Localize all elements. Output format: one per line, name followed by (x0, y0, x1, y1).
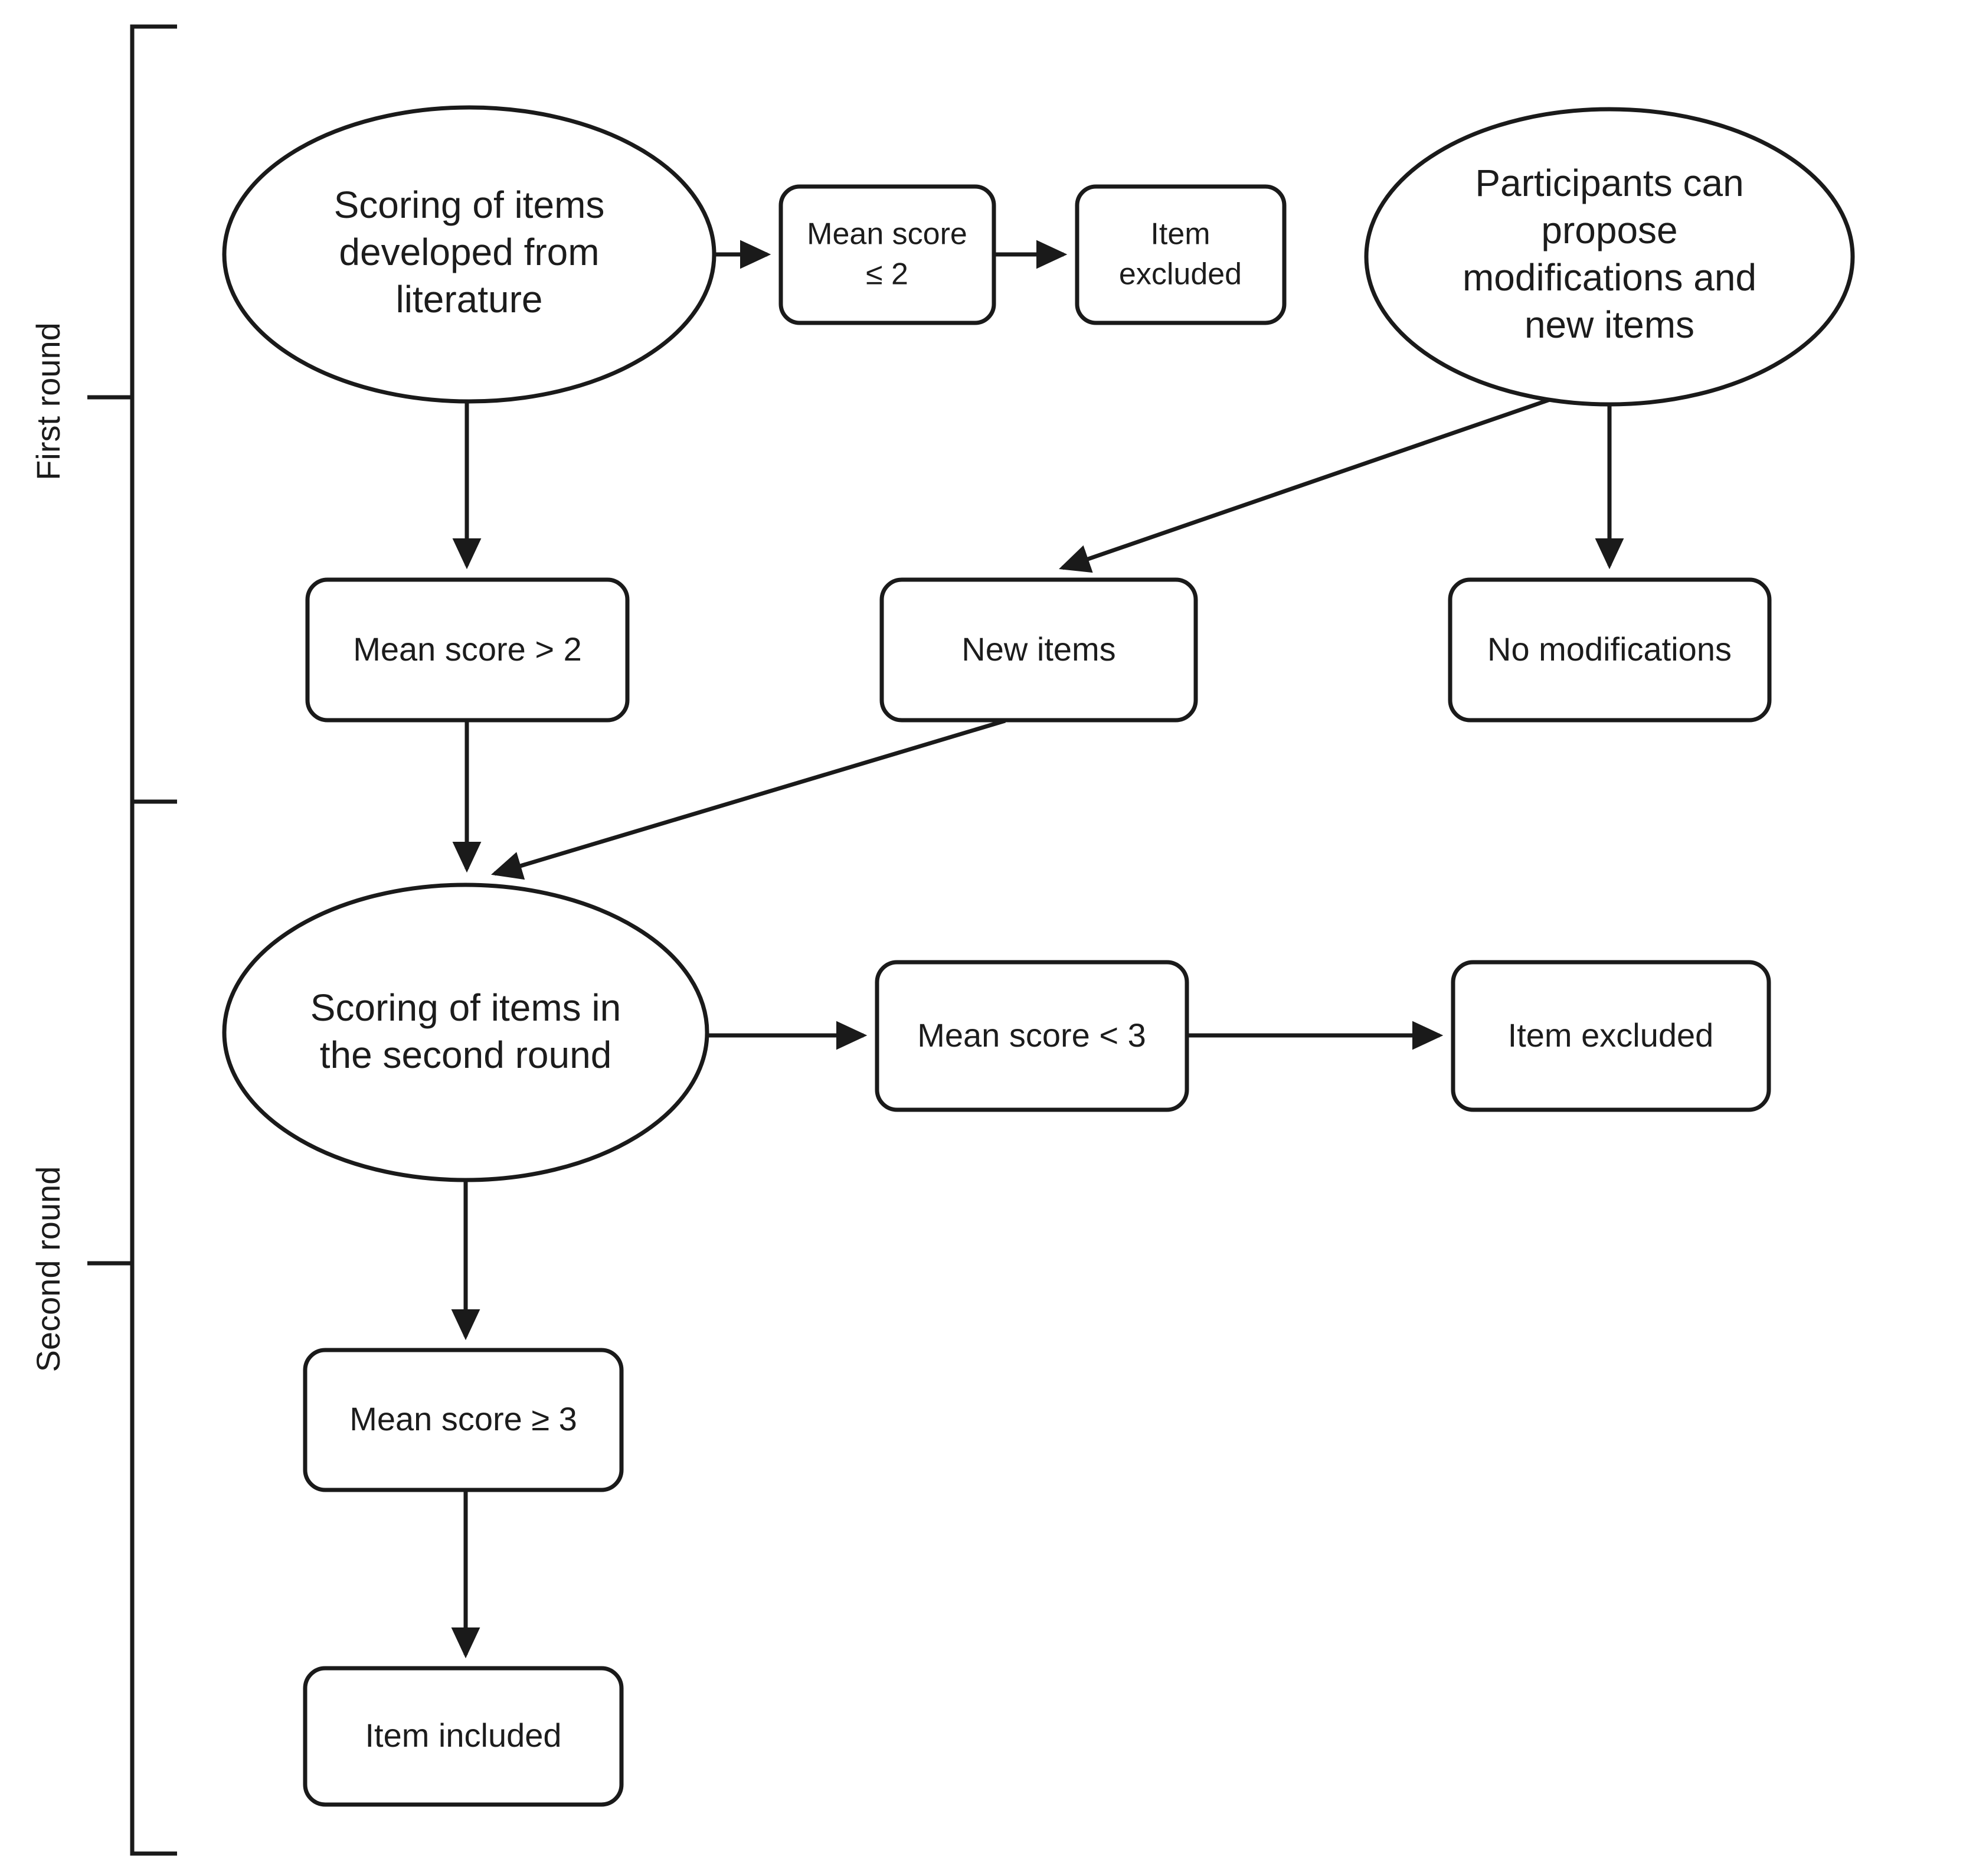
bracket-outline (130, 24, 177, 1856)
box-new-items: New items (879, 577, 1198, 723)
ellipse-scoring-literature-line3: literature (396, 278, 543, 321)
box-mean-score-le-2: Mean score ≤ 2 (778, 184, 996, 325)
box-mean-score-le-2-line1: Mean score (807, 217, 967, 251)
box-mean-score-gt-2-label: Mean score > 2 (353, 630, 582, 668)
ellipse-scoring-literature-line1: Scoring of items (334, 184, 605, 226)
box-mean-score-lt-3-shape (875, 960, 1189, 1112)
box-item-excluded-second: Item excluded (1451, 960, 1771, 1112)
ellipse-scoring-second-round-line2: the second round (320, 1034, 612, 1076)
box-mean-score-gt-2-shape (305, 577, 630, 723)
ellipse-scoring-second-round-shape (222, 883, 709, 1182)
ellipse-participants-line2: propose (1541, 209, 1677, 251)
ellipse-participants-shape (1364, 107, 1855, 407)
box-mean-score-lt-3-label: Mean score < 3 (917, 1017, 1146, 1054)
ellipse-participants-line4: new items (1524, 303, 1694, 346)
ellipse-scoring-second-round-line1: Scoring of items in (310, 986, 621, 1029)
connectors (451, 240, 1624, 1659)
ellipse-participants-line1: Participants can (1475, 162, 1743, 204)
arrow-new-items-to-second-scoring (490, 718, 1006, 880)
round-brackets: First round Second round (30, 24, 177, 1856)
box-mean-score-gt-2: Mean score > 2 (305, 577, 630, 723)
box-mean-score-le-2-shape (778, 184, 996, 325)
arrow-participants-to-new-items (1059, 392, 1566, 573)
first-round-label: First round (30, 322, 67, 481)
box-item-excluded-first: Item excluded (1075, 184, 1287, 325)
ellipse-participants-line3: modifications and (1463, 256, 1756, 299)
box-item-excluded-second-shape (1451, 960, 1771, 1112)
ellipse-scoring-literature: Scoring of items developed from literatu… (222, 105, 717, 404)
ellipse-scoring-literature-line2: developed from (339, 231, 599, 273)
box-no-modifications-shape (1448, 577, 1772, 723)
ellipse-scoring-second-round: Scoring of items in the second round (222, 883, 709, 1182)
second-round-label: Second round (30, 1166, 67, 1372)
box-no-modifications-label: No modifications (1487, 630, 1732, 668)
box-mean-score-ge-3-shape (303, 1348, 624, 1492)
box-item-excluded-first-line2: excluded (1119, 257, 1242, 292)
box-item-excluded-second-label: Item excluded (1508, 1017, 1714, 1054)
box-item-included-label: Item included (365, 1717, 561, 1754)
box-item-included: Item included (303, 1666, 624, 1807)
box-item-included-shape (303, 1666, 624, 1807)
box-new-items-label: New items (961, 630, 1115, 668)
box-new-items-shape (879, 577, 1198, 723)
ellipse-participants: Participants can propose modifications a… (1364, 107, 1855, 407)
box-mean-score-ge-3: Mean score ≥ 3 (303, 1348, 624, 1492)
box-item-excluded-first-shape (1075, 184, 1287, 325)
box-no-modifications: No modifications (1448, 577, 1772, 723)
box-mean-score-ge-3-label: Mean score ≥ 3 (349, 1400, 577, 1437)
box-item-excluded-first-line1: Item (1150, 217, 1210, 251)
box-mean-score-le-2-line2: ≤ 2 (866, 257, 908, 292)
ellipse-scoring-literature-shape (222, 105, 717, 404)
box-mean-score-lt-3: Mean score < 3 (875, 960, 1189, 1112)
